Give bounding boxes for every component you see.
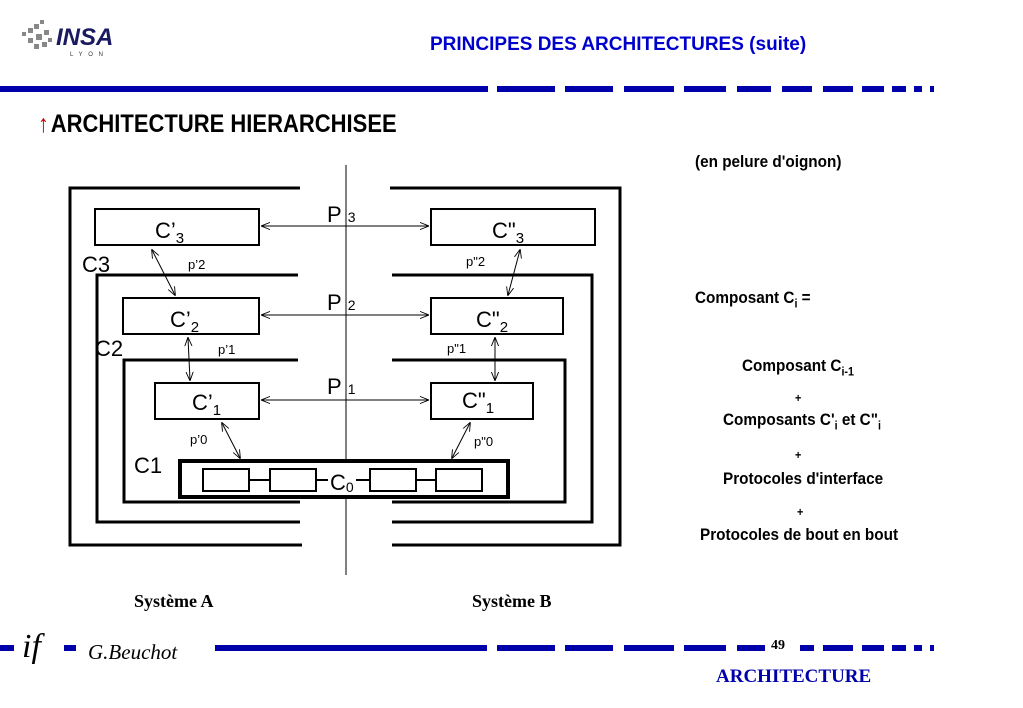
label-c2-right: C"2	[476, 307, 508, 336]
system-b-layers	[390, 186, 622, 547]
label-c3-right: C"3	[492, 218, 524, 247]
insa-logo-subtext: L Y O N	[70, 52, 105, 58]
label-p2-right: p"2	[466, 254, 485, 269]
section-title-text: ARCHITECTURE HIERARCHISEE	[50, 110, 397, 138]
label-p0-left: p’0	[190, 432, 207, 447]
up-arrow-icon: ↑	[38, 110, 49, 138]
label-layer-c1: C1	[134, 453, 162, 478]
label-c2-left: C’2	[170, 307, 199, 336]
plus-3: +	[797, 505, 804, 519]
label-p2-left: p’2	[188, 257, 205, 272]
label-p1-right: p"1	[447, 341, 466, 356]
component-c3-left	[94, 208, 260, 246]
if-logo: if	[22, 628, 41, 665]
page-header-title: PRINCIPES DES ARCHITECTURES (suite)	[430, 34, 807, 55]
plus-2: +	[795, 448, 802, 462]
label-p0-right: p"0	[474, 434, 493, 449]
note-line-1: Composant Ci-1	[742, 356, 854, 379]
note-line-4: Protocoles de bout en bout	[700, 525, 899, 544]
component-c1-right	[430, 382, 534, 420]
insa-logo: INSA L Y O N	[14, 10, 124, 70]
footer-title: ARCHITECTURE	[716, 666, 872, 687]
label-c1-right: C"1	[462, 388, 494, 417]
label-c3-left: C’3	[155, 218, 184, 247]
component-c1-left	[154, 382, 260, 420]
system-a-layers	[68, 186, 302, 547]
author-name: G.Beuchot	[88, 640, 178, 664]
note-line-2: Composants C'i et C"i	[723, 410, 881, 433]
insa-logo-dots	[22, 20, 52, 49]
note-line-3: Protocoles d'interface	[723, 469, 884, 488]
component-c3-right	[430, 208, 596, 246]
interface-arrows	[152, 250, 520, 458]
label-layer-c2: C2	[95, 336, 123, 361]
label-layer-c3: C3	[82, 252, 110, 277]
component-c2-left	[122, 297, 260, 335]
system-b-label: Système B	[472, 591, 552, 611]
insa-logo-text: INSA	[56, 24, 114, 51]
system-a-label: Système A	[134, 591, 214, 611]
plus-1: +	[795, 391, 802, 405]
component-definition: Composant Ci =	[695, 288, 811, 311]
notes-subtitle: (en pelure d'oignon)	[695, 152, 842, 171]
header-bar	[0, 86, 934, 92]
footer-bar	[0, 645, 934, 651]
label-p1-left: p’1	[218, 342, 235, 357]
label-c1-left: C’1	[192, 390, 221, 419]
section-title: ↑ARCHITECTURE HIERARCHISEE	[38, 110, 397, 139]
page-number: 49	[771, 638, 785, 653]
label-c0: C0	[330, 470, 354, 495]
protocol-arrows	[262, 226, 428, 400]
component-c2-right	[430, 297, 564, 335]
